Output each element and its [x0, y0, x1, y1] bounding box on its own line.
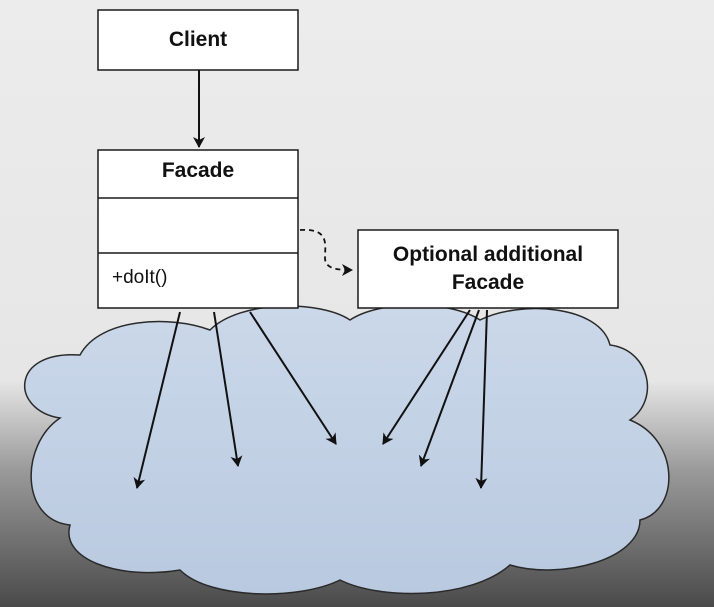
- optional-subsystem-arrow-3: [475, 309, 488, 489]
- optional-subsystem-arrow-1: [382, 309, 471, 445]
- facade-subsystem-arrow-2: [213, 311, 243, 467]
- optional-facade-line1: Optional additional: [393, 243, 583, 266]
- client-label: Client: [169, 28, 227, 51]
- optional-subsystem-arrow-2: [418, 309, 480, 467]
- facade-subsystem-arrow-3: [249, 311, 337, 445]
- facade-class-box: Facade +doIt(): [97, 149, 299, 309]
- optional-facade-box: Optional additional Facade: [357, 229, 619, 309]
- facade-to-optional-dashed-arrow: [299, 229, 353, 276]
- facade-subsystem-arrow-1: [133, 311, 181, 489]
- facade-name: Facade: [162, 159, 234, 182]
- client-class-box: Client: [97, 9, 299, 71]
- optional-facade-line2: Facade: [452, 271, 524, 294]
- facade-method: +doIt(): [112, 267, 167, 288]
- subsystem-cloud: [24, 304, 670, 595]
